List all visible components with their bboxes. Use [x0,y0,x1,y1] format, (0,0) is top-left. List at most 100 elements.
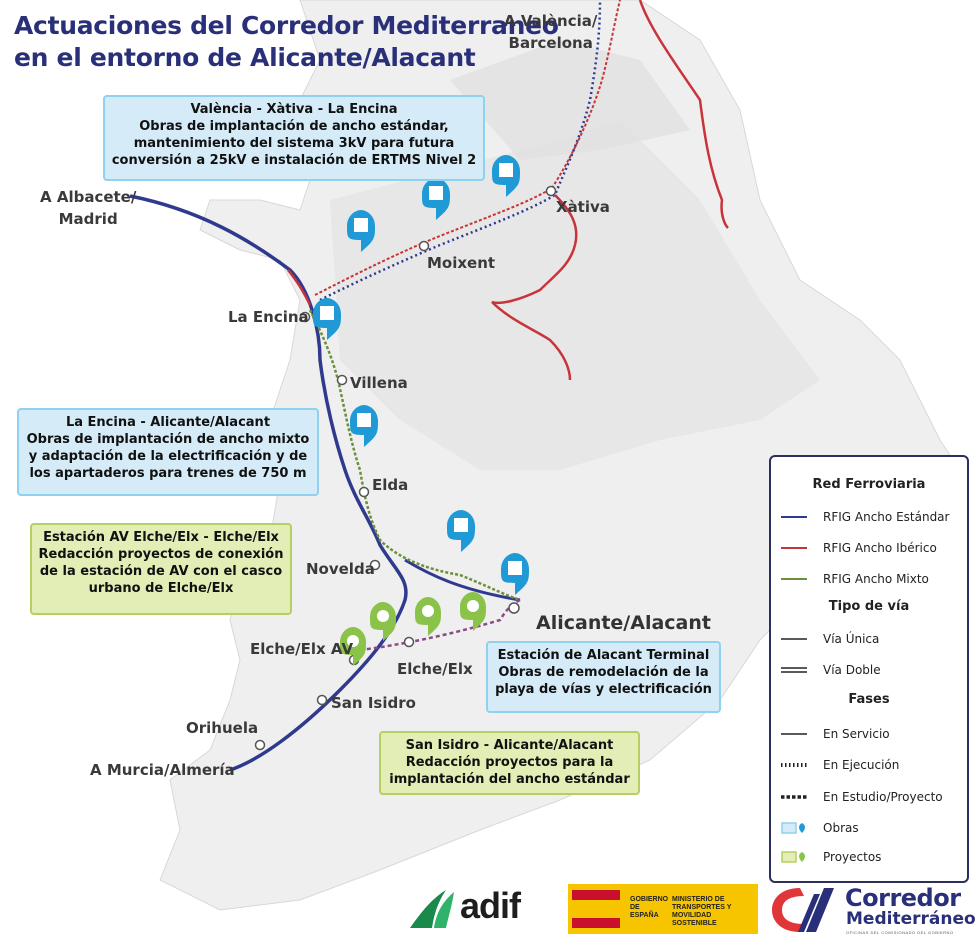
legend-swatch-iberico [781,541,807,555]
label-barcelona: Barcelona [508,34,593,52]
legend-label-via-unica: Vía Única [823,632,880,646]
proyectos-pin-4[interactable] [460,592,486,631]
legend-label-via-doble: Vía Doble [823,663,881,677]
callout-la-encina-alicante-line: los apartaderos para trenes de 750 m [29,466,307,481]
comisionado-text: OFICINAS DEL COMISIONADO DEL GOBIERNO [846,930,954,935]
callout-valencia-xativa-line: Obras de implantación de ancho estándar, [139,119,449,134]
line-iberico-branch-2 [491,194,578,381]
legend-swatch-obras [781,821,807,835]
legend-swatch-estandar [781,510,807,524]
legend-item-mixto: RFIG Ancho Mixto [781,570,929,588]
legend-label-proyectos: Proyectos [823,850,882,864]
legend-item-via-unica: Vía Única [781,630,879,648]
gobierno-text: GOBIERNO DE ESPAÑA [630,896,669,919]
label-valencia: A València/ [504,12,598,30]
station-alicante[interactable] [508,602,520,614]
obras-pin-4[interactable] [313,298,341,340]
station-san-isidro[interactable] [316,694,328,706]
obras-pin-2[interactable] [422,178,450,220]
legend: Red Ferroviaria RFIG Ancho Estándar RFIG… [769,455,969,883]
callout-san-isidro-line: implantación del ancho estándar [389,772,630,787]
label-xativa: Xàtiva [556,198,610,216]
label-elda: Elda [372,476,409,494]
map-title-line-1: Actuaciones del Corredor Mediterraneo [14,11,559,40]
proyectos-pins [340,592,486,666]
station-elche[interactable] [403,636,415,648]
label-san-isidro: San Isidro [331,694,416,712]
station-xativa[interactable] [545,185,557,197]
line-iberico-encina [287,269,312,306]
legend-label-en-servicio: En Servicio [823,727,890,741]
obras-pin-5[interactable] [350,405,378,447]
proyectos-pin-3[interactable] [415,597,441,636]
legend-label-en-estudio: En Estudio/Proyecto [823,790,943,804]
relief-band [330,120,820,470]
legend-item-obras: Obras [781,819,859,837]
legend-item-estandar: RFIG Ancho Estándar [781,508,949,526]
label-elche-av: Elche/Elx AV [250,640,354,658]
corredor-mediterraneo-logo-icon [772,888,834,932]
station-moixent[interactable] [418,240,430,252]
legend-swatch-via-unica [781,632,807,646]
legend-label-mixto: RFIG Ancho Mixto [823,572,929,586]
callout-valencia-xativa-line: conversión a 25kV e instalación de ERTMS… [111,153,477,168]
corredor-wordmark: Corredor [845,884,961,912]
legend-fases-title: Fases [848,692,890,707]
callout-valencia-xativa-title: València - Xàtiva - La Encina [190,102,398,117]
legend-swatch-via-doble [781,663,807,677]
legend-item-en-estudio: En Estudio/Proyecto [781,788,943,806]
mediterraneo-wordmark: Mediterráneo [846,909,976,929]
callout-estacion-alacant: Estación de Alacant Terminal Obras de re… [486,641,721,713]
label-novelda: Novelda [306,560,375,578]
legend-swatch-en-ejecucion [781,758,807,772]
line-albacete-estandar [129,194,408,772]
callout-san-isidro-title: San Isidro - Alicante/Alacant [405,738,614,753]
callout-la-encina-alicante-line: y adaptación de la electrificación y de [28,449,308,464]
relief-band-2 [450,40,690,160]
label-murcia: A Murcia/Almería [90,761,235,779]
station-novelda[interactable] [369,559,381,571]
callout-estacion-elche-line: Redacción proyectos de conexión [38,547,284,562]
legend-item-en-servicio: En Servicio [781,725,890,743]
proyectos-pin-1[interactable] [340,627,366,666]
obras-pin-7[interactable] [501,553,529,595]
station-villena[interactable] [336,374,348,386]
station-elda[interactable] [358,486,370,498]
label-madrid: Madrid [58,210,118,228]
callout-estacion-alacant-title: Estación de Alacant Terminal [497,648,710,663]
adif-logo-icon [410,890,454,928]
legend-item-proyectos: Proyectos [781,848,881,866]
legend-tipo-title: Tipo de vía [828,599,910,614]
legend-item-en-ejecucion: En Ejecución [781,756,899,774]
callout-estacion-elche: Estación AV Elche/Elx - Elche/Elx Redacc… [30,523,292,615]
map-title: Actuaciones del Corredor Mediterraneo en… [14,10,559,74]
legend-item-via-doble: Vía Doble [781,661,881,679]
spain-flag-icon [572,890,620,928]
callout-valencia-xativa: València - Xàtiva - La Encina Obras de i… [103,95,485,181]
legend-label-en-ejecucion: En Ejecución [823,758,900,772]
callout-estacion-elche-title: Estación AV Elche/Elx - Elche/Elx [43,530,279,545]
legend-label-estandar: RFIG Ancho Estándar [823,510,950,524]
callout-estacion-alacant-line: playa de vías y electrificación [495,682,712,697]
station-orihuela[interactable] [254,739,266,751]
legend-swatch-en-servicio [781,727,807,741]
legend-label-iberico: RFIG Ancho Ibérico [823,541,937,555]
station-la-encina[interactable] [299,311,311,323]
map-title-line-2: en el entorno de Alicante/Alacant [14,43,476,72]
callout-la-encina-alicante: La Encina - Alicante/Alacant Obras de im… [17,408,319,496]
line-mixto [308,309,521,602]
obras-pin-1[interactable] [347,210,375,252]
proyectos-pin-2[interactable] [370,602,396,641]
callout-estacion-elche-line: de la estación de AV con el casco [39,564,283,579]
legend-label-obras: Obras [823,821,859,835]
callout-san-isidro-line: Redacción proyectos para la [405,755,614,770]
legend-item-iberico: RFIG Ancho Ibérico [781,539,937,557]
line-alicante-link [404,558,521,602]
line-iberico-branch-1 [638,0,729,229]
label-alicante: Alicante/Alacant [536,612,711,634]
callout-san-isidro: San Isidro - Alicante/Alacant Redacción … [379,731,640,795]
obras-pin-6[interactable] [447,510,475,552]
callout-estacion-alacant-line: Obras de remodelación de la [498,665,709,680]
obras-pin-3[interactable] [492,155,520,197]
legend-swatch-mixto [781,572,807,586]
